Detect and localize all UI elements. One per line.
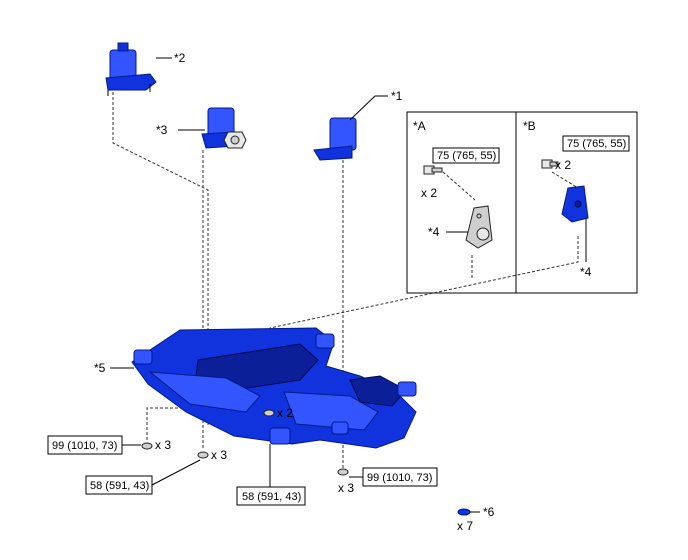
crossmember (131, 327, 417, 449)
inset-b-bracket (561, 185, 589, 223)
crossmember-bushing-rear-right (315, 333, 335, 349)
crossmember-bushing-center (331, 421, 349, 435)
inset-a-torque: 75 (765, 55) (437, 150, 496, 162)
nut-center-shape (263, 409, 275, 417)
nut-center-left-torque: 58 (591, 43) (90, 480, 149, 492)
callout-4a: *4 (428, 225, 440, 239)
clip-6 (457, 508, 471, 516)
nut-center-quantity: x 2 (277, 406, 293, 420)
inset-b-quantity: x 2 (555, 158, 571, 172)
crossmember-left-rail (148, 371, 261, 413)
mount-2-stud (117, 42, 129, 52)
inset-a-bolt (423, 165, 443, 175)
mount-1-bracket (313, 145, 353, 161)
nut-center (263, 409, 275, 417)
inset-a-bracket-bushing (476, 227, 490, 241)
nut-right (337, 468, 349, 476)
inset-a-title: *A (413, 119, 426, 133)
nut-center-left-quantity: x 3 (211, 448, 227, 462)
nut-main-torque-box (236, 486, 306, 506)
callout-6: *6 (483, 505, 495, 519)
inset-a-bracket-hole (476, 213, 482, 219)
alignment-line-inset-b-bolt (551, 171, 579, 189)
inset-b-bolt (541, 159, 559, 169)
mount-2-bracket (105, 73, 157, 91)
callout-3: *3 (156, 123, 168, 137)
callout-2: *2 (174, 51, 186, 65)
crossmember-right-rail (283, 391, 379, 431)
engine-mount-1 (313, 117, 357, 161)
inset-a-bolt-shank (431, 167, 443, 173)
alignment-line-mount-2 (112, 92, 209, 425)
nut-left-shape (141, 442, 153, 450)
callout-1: *1 (391, 89, 403, 103)
nut-center-left-shape (197, 451, 209, 459)
nut-main-torque: 58 (591, 43) (242, 491, 301, 503)
nut-right-shape (337, 468, 349, 476)
crossmember-bushing-rear-left (133, 349, 153, 365)
nut-center-left-leader (151, 459, 201, 486)
nut-left (141, 442, 153, 450)
crossmember-bushing-front-right (397, 381, 417, 397)
clip-6-shape (457, 508, 471, 516)
engine-mount-3 (201, 107, 247, 149)
clip-6-quantity: x 7 (457, 519, 473, 533)
nut-center-left (197, 451, 209, 459)
inset-a-quantity: x 2 (421, 186, 437, 200)
nut-right-quantity: x 3 (338, 481, 354, 495)
inset-b-torque: 75 (765, 55) (567, 138, 626, 150)
crossmember-front-tower (349, 375, 407, 407)
inset-b-bolt-shank (549, 161, 559, 167)
alignment-line-inset-a-bolt (442, 171, 476, 201)
nut-left-torque: 99 (1010, 73) (52, 440, 117, 452)
inset-b-torque-box (562, 135, 630, 152)
leader-1 (349, 95, 388, 121)
crossmember-bushing-front-left (269, 427, 291, 445)
engine-mount-2 (105, 42, 157, 96)
inset-b-title: *B (523, 119, 536, 133)
inset-b-bracket-hole (574, 200, 582, 208)
mount-3-nut-hole (230, 135, 240, 145)
callout-4b: *4 (580, 265, 592, 279)
mount-1-body (329, 117, 357, 151)
nut-right-torque: 99 (1010, 73) (367, 472, 432, 484)
nut-left-quantity: x 3 (155, 438, 171, 452)
callout-5: *5 (94, 361, 106, 375)
inset-a-bracket (465, 205, 493, 249)
inset-a-torque-box (432, 147, 500, 164)
